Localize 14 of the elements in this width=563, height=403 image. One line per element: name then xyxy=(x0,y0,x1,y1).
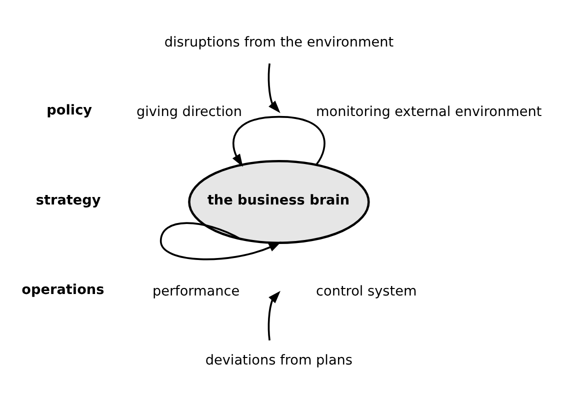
arrow xyxy=(232,115,326,166)
arrow xyxy=(268,290,280,340)
label: policy xyxy=(46,102,92,118)
arrow xyxy=(160,222,282,260)
label: performance xyxy=(152,282,240,299)
node-text: deviations from plans xyxy=(205,352,353,368)
arrow xyxy=(268,62,280,113)
node-ellipse: the business brain xyxy=(188,159,370,244)
node-text: disruptions from the environment xyxy=(164,34,394,50)
label: giving direction xyxy=(136,103,242,120)
label: control system xyxy=(316,282,417,299)
label: operations xyxy=(22,282,104,298)
label: strategy xyxy=(36,192,101,208)
label: monitoring external environment xyxy=(316,103,542,120)
